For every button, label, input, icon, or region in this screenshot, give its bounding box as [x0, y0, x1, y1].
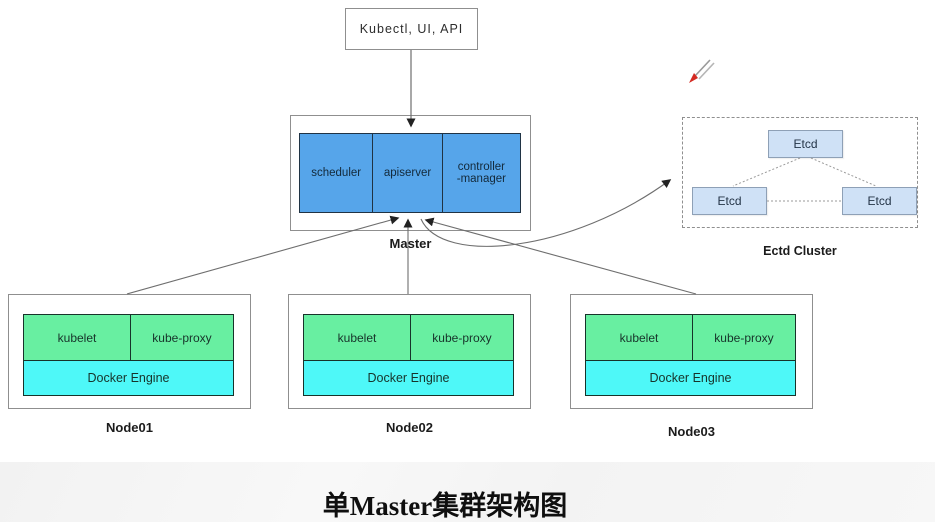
docker-engine-box: Docker Engine: [24, 360, 233, 395]
kubelet-box: kubelet: [24, 315, 131, 360]
node01-components: kubelet kube-proxy Docker Engine: [23, 314, 234, 396]
node03-box: kubelet kube-proxy Docker Engine: [570, 294, 813, 409]
node01-box: kubelet kube-proxy Docker Engine: [8, 294, 251, 409]
node03-components: kubelet kube-proxy Docker Engine: [585, 314, 796, 396]
kubectl-ui-api-box: Kubectl, UI, API: [345, 8, 478, 50]
etcd-cluster-box: Etcd Etcd Etcd: [682, 117, 918, 228]
scheduler-box: scheduler: [300, 134, 374, 212]
node03-label: Node03: [668, 424, 715, 439]
etcd-node: Etcd: [842, 187, 917, 215]
arrow-node03-to-master: [424, 217, 697, 295]
kubelet-box: kubelet: [586, 315, 693, 360]
diagram-caption: 单Master集群架构图: [322, 491, 568, 521]
kubelet-box: kubelet: [304, 315, 411, 360]
etcd-node: Etcd: [768, 130, 843, 158]
kubectl-ui-api-label: Kubectl, UI, API: [359, 22, 464, 36]
node01-label: Node01: [106, 420, 153, 435]
docker-engine-box: Docker Engine: [586, 360, 795, 395]
apiserver-box: apiserver: [373, 134, 443, 212]
master-box: scheduler apiserver controller -manager: [290, 115, 531, 231]
etcd-node: Etcd: [692, 187, 767, 215]
docker-engine-box: Docker Engine: [304, 360, 513, 395]
node02-components: kubelet kube-proxy Docker Engine: [303, 314, 514, 396]
kube-proxy-box: kube-proxy: [692, 315, 795, 360]
controller-manager-box: controller -manager: [442, 134, 521, 212]
kube-proxy-box: kube-proxy: [410, 315, 513, 360]
master-components: scheduler apiserver controller -manager: [299, 133, 521, 213]
caption-band: [0, 462, 935, 522]
kube-proxy-box: kube-proxy: [130, 315, 233, 360]
node02-box: kubelet kube-proxy Docker Engine: [288, 294, 531, 409]
etcd-cluster-label: Ectd Cluster: [763, 244, 837, 258]
master-label: Master: [389, 236, 432, 251]
node02-label: Node02: [386, 420, 433, 435]
pen-cursor-icon: [689, 59, 715, 83]
